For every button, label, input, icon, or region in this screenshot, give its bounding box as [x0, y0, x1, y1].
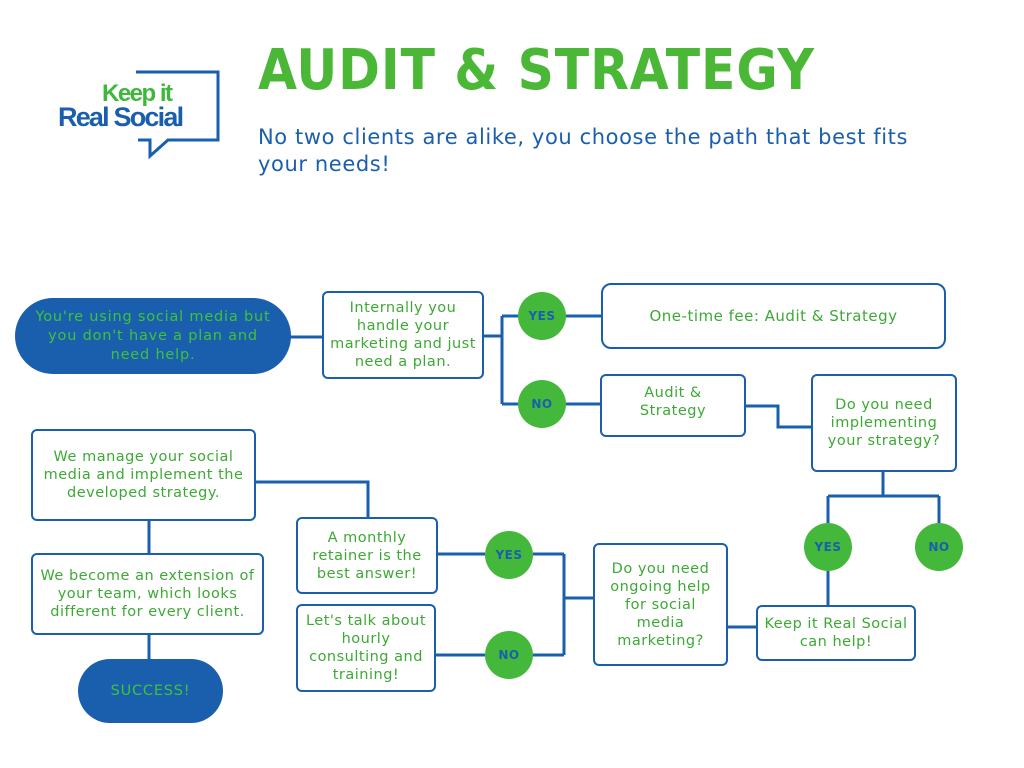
yes-decision-2: YES	[804, 523, 852, 571]
no-decision-2-label: NO	[928, 540, 950, 554]
we-manage-text: We manage your social media and implemen…	[43, 449, 244, 501]
audit-strategy-text: Audit & Strategy	[639, 384, 707, 419]
page-subtitle: No two clients are alike, you choose the…	[258, 125, 909, 176]
no-decision-1: NO	[518, 380, 566, 428]
retainer-text: A monthly retainer is the best answer!	[312, 529, 422, 582]
retainer-node: A monthly retainer is the best answer!	[296, 517, 438, 594]
hourly-text: Let's talk about hourly consulting and t…	[305, 613, 427, 683]
question-implement-text: Do you need implementing your strategy?	[827, 397, 941, 449]
logo-text-real-social: Real Social	[58, 102, 184, 132]
start-node-text: You're using social media but you don't …	[35, 308, 271, 363]
question-implement-node: Do you need implementing your strategy?	[811, 374, 957, 472]
no-decision-3: NO	[485, 631, 533, 679]
logo-text-keep-it: Keep it	[102, 80, 173, 107]
one-time-fee-node: One-time fee: Audit & Strategy	[601, 283, 946, 349]
yes-decision-2-label: YES	[814, 540, 842, 554]
question-internal-node: Internally you handle your marketing and…	[322, 291, 484, 379]
success-node: SUCCESS!	[78, 659, 223, 723]
connector-internal-branch	[483, 316, 504, 404]
no-decision-1-label: NO	[531, 397, 553, 411]
speech-bubble-icon	[136, 70, 220, 160]
yes-decision-3-label: YES	[495, 548, 523, 562]
kirs-help-text: Keep it Real Social can help!	[764, 616, 908, 650]
no-decision-3-label: NO	[498, 648, 520, 662]
extension-text: We become an extension of your team, whi…	[40, 568, 255, 620]
connector-implement-branch	[826, 471, 941, 523]
no-decision-2: NO	[915, 523, 963, 571]
extension-node: We become an extension of your team, whi…	[31, 553, 264, 635]
connector-audit-implement	[745, 404, 812, 429]
audit-strategy-node: Audit & Strategy	[600, 374, 746, 437]
yes-decision-1: YES	[518, 292, 566, 340]
start-node: You're using social media but you don't …	[15, 298, 291, 374]
kirs-help-node: Keep it Real Social can help!	[756, 605, 916, 661]
connector-ongoing-branch	[562, 554, 594, 655]
yes-decision-3: YES	[485, 531, 533, 579]
brand-logo: Keep it Real Social	[58, 70, 224, 160]
we-manage-node: We manage your social media and implemen…	[31, 429, 256, 521]
page-title: AUDIT & STRATEGY	[258, 38, 815, 103]
yes-decision-1-label: YES	[528, 309, 556, 323]
question-ongoing-text: Do you need ongoing help for social medi…	[610, 560, 711, 649]
connector-retainer-manage	[255, 480, 370, 517]
one-time-fee-text: One-time fee: Audit & Strategy	[649, 307, 898, 325]
question-ongoing-node: Do you need ongoing help for social medi…	[593, 543, 728, 666]
success-text: SUCCESS!	[110, 682, 191, 699]
hourly-node: Let's talk about hourly consulting and t…	[296, 604, 436, 692]
question-internal-text: Internally you handle your marketing and…	[330, 300, 476, 370]
